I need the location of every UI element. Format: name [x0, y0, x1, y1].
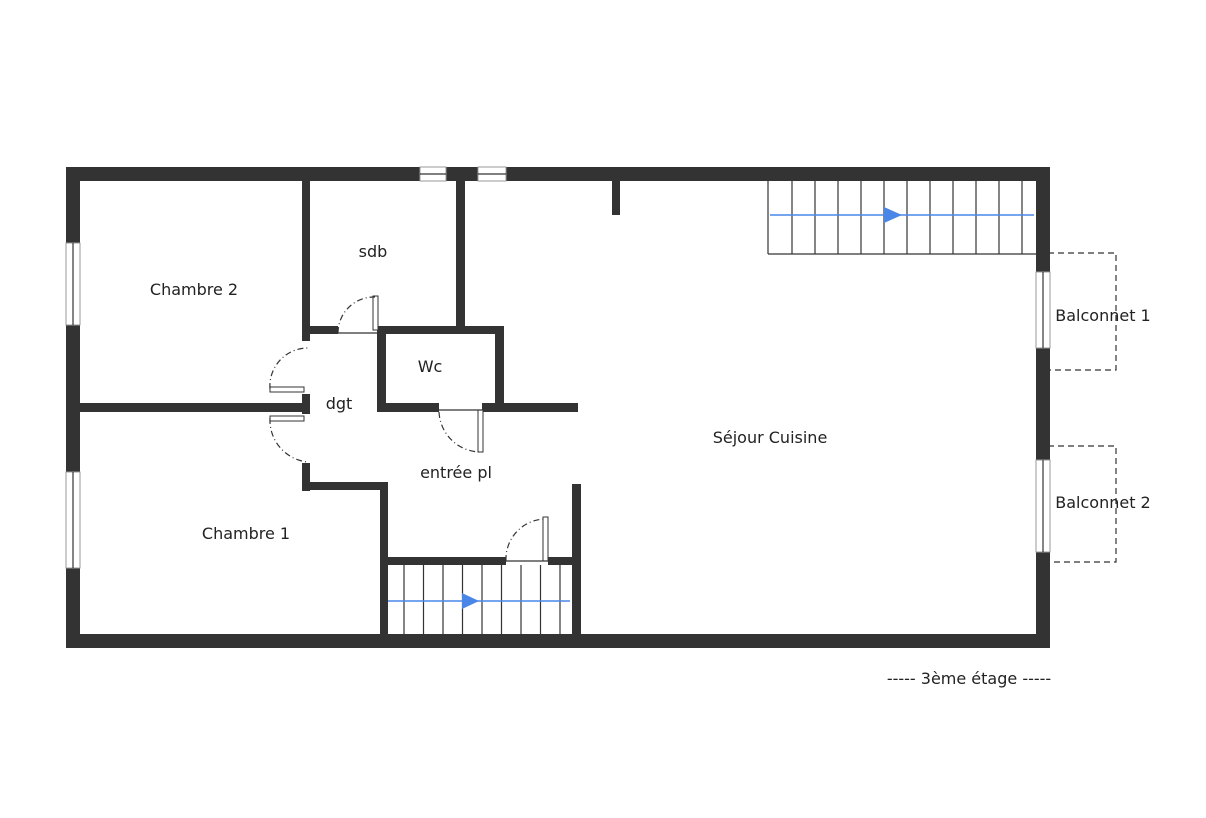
label-chambre-1: Chambre 1 [202, 524, 290, 543]
wall-stub-top [612, 181, 620, 215]
label-wc: Wc [418, 357, 443, 376]
label-balconnet-1: Balconnet 1 [1055, 306, 1150, 325]
door-wc [438, 409, 484, 453]
door-chambre2 [269, 347, 309, 393]
wall-left [66, 167, 80, 648]
arrow-right-icon [462, 593, 479, 609]
room-labels: Chambre 2 sdb Wc dgt entrée pl Séjour Cu… [150, 242, 1151, 688]
wall-dgt-lower-stub [302, 394, 310, 414]
doors [269, 295, 549, 562]
wall-chambre1-top [302, 482, 388, 490]
balconnet-1-outline [1048, 252, 1117, 371]
interior-walls [80, 181, 620, 638]
wall-chambre-divider [80, 403, 304, 412]
wall-wc-bottom-right [482, 403, 578, 412]
wall-dgt-chambre1 [302, 463, 310, 491]
label-entree: entrée pl [420, 463, 492, 482]
wall-right [1036, 167, 1050, 648]
wall-sdb-bottom-left [302, 326, 338, 334]
wall-sdb-bottom-right [377, 326, 503, 334]
label-dgt: dgt [326, 394, 353, 413]
label-sejour-cuisine: Séjour Cuisine [713, 428, 828, 447]
label-chambre-2: Chambre 2 [150, 280, 238, 299]
door-entree [505, 516, 549, 562]
wall-stair-right [572, 484, 581, 638]
wall-wc-right [495, 326, 504, 412]
wall-top [66, 167, 1050, 181]
windows [65, 166, 1051, 569]
balconnet-2-outline [1048, 445, 1117, 563]
label-sdb: sdb [359, 242, 388, 261]
staircase-lower [388, 565, 570, 634]
door-chambre1 [269, 415, 309, 463]
balcony-outlines [1048, 252, 1117, 563]
wall-wc-left [377, 326, 386, 412]
wall-wc-bottom-left [377, 403, 439, 412]
wall-chambre2-dgt [302, 181, 310, 341]
arrow-right-icon [884, 207, 902, 223]
wall-bottom [66, 634, 1050, 648]
door-sdb [337, 295, 379, 334]
wall-chambre1-stairs [380, 482, 388, 638]
wall-stair-top-left [386, 557, 506, 565]
wall-stair-top-right [548, 557, 578, 565]
label-balconnet-2: Balconnet 2 [1055, 493, 1150, 512]
staircase-upper [767, 181, 1036, 255]
wall-sdb-right [456, 181, 465, 333]
floor-level-label: ----- 3ème étage ----- [887, 669, 1051, 688]
